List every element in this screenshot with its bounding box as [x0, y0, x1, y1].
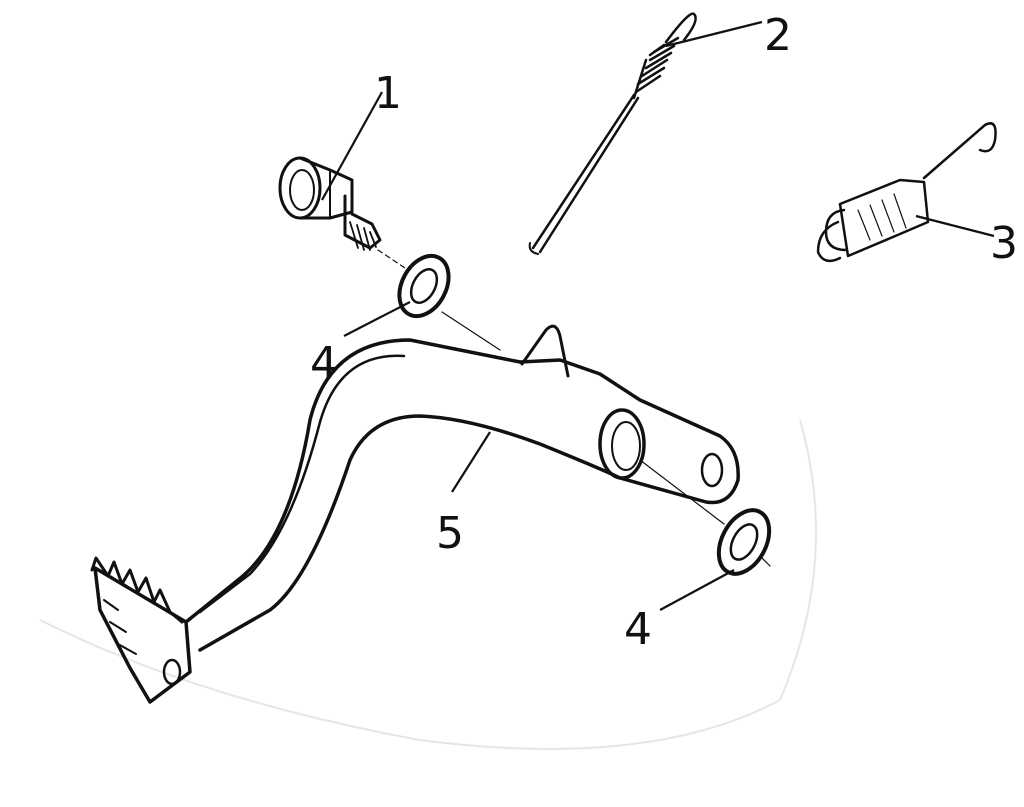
leader-line-1 [321, 91, 383, 201]
leader-line-5 [451, 431, 491, 493]
background-outline [39, 419, 817, 750]
callout-label-1: 1 [374, 68, 402, 119]
callout-label-4-upper: 4 [310, 338, 338, 389]
seal-upper-part [397, 253, 501, 351]
seal-lower-part [716, 508, 772, 576]
leader-line-4-upper [343, 301, 411, 337]
callout-label-5: 5 [436, 508, 464, 559]
callout-label-4-lower: 4 [624, 604, 652, 655]
callout-label-2: 2 [764, 10, 792, 61]
tension-spring-part [816, 122, 997, 263]
leader-line-4-lower [659, 569, 735, 611]
leader-line-2 [665, 20, 763, 48]
leader-line-3 [915, 214, 995, 238]
brake-pedal-part [90, 324, 740, 704]
callout-label-3: 3 [990, 218, 1018, 269]
shoulder-bolt-part [278, 156, 409, 271]
return-spring-part [528, 12, 697, 255]
